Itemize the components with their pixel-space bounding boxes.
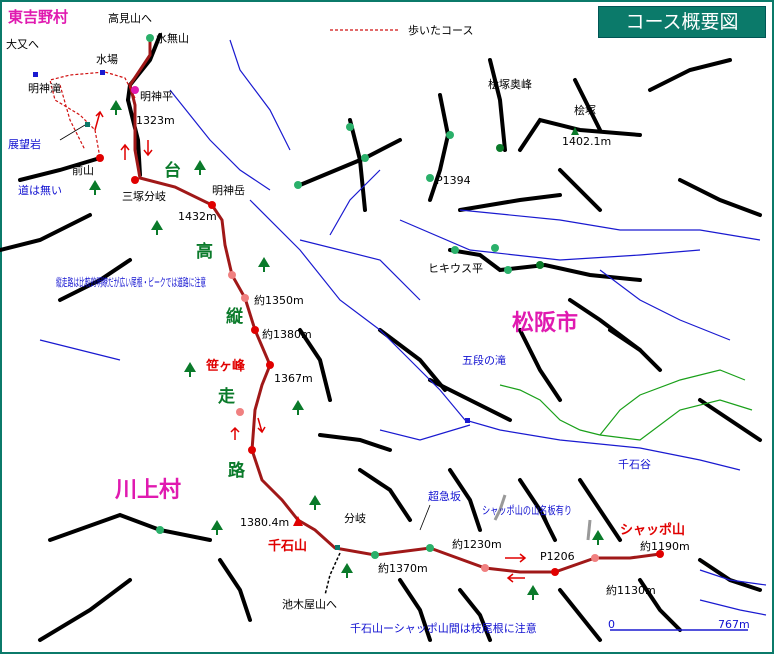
scale-zero: 0 <box>608 618 615 631</box>
label-myojindake: 明神岳 <box>212 183 245 197</box>
label-elev-1190: 約1190m <box>640 539 690 553</box>
ridge-char-0: 台 <box>164 160 181 181</box>
ridge-char-1: 高 <box>196 241 213 262</box>
label-chokyuzaka: 超急坂 <box>428 489 461 503</box>
label-elev-1432: 1432m <box>178 210 217 223</box>
label-elev-1323: 1323m <box>136 114 175 127</box>
walked-course-2 <box>59 84 86 151</box>
label-kuwazuka: 桧塚 <box>574 103 596 117</box>
label-bunki: 分岐 <box>344 512 366 525</box>
label-shappo-sign: シャッポ山の山名板有り <box>482 503 572 517</box>
ridge-char-4: 路 <box>228 460 246 481</box>
tree-icons <box>89 100 604 600</box>
label-elev-1380: 約1380m <box>262 327 312 341</box>
scale-end: 767m <box>718 618 750 631</box>
sign-pointer <box>493 494 507 521</box>
label-elev-1367: 1367m <box>274 372 313 385</box>
label-ohmata: 大又へ <box>6 37 39 51</box>
label-ikenokoya: 池木屋山へ <box>282 598 337 611</box>
label-hikiusu: ヒキウス平 <box>428 262 483 275</box>
label-p1206: P1206 <box>540 550 575 563</box>
label-elev-1350: 約1350m <box>254 293 304 307</box>
leader-lines <box>59 124 556 541</box>
walked-course <box>49 71 136 159</box>
label-bottom-note: 千石山ーシャッポ山間は枝尾根に注意 <box>350 621 537 635</box>
ridge-lines <box>0 33 762 642</box>
label-godan-taki: 五段の滝 <box>462 353 506 367</box>
main-route <box>128 35 661 574</box>
label-sasagamine: 笹ヶ峰 <box>206 358 246 374</box>
label-michi-nashi: 道は無い <box>18 183 62 197</box>
label-kawakami: 川上村 <box>114 478 181 503</box>
label-east-yoshino: 東吉野村 <box>8 8 68 26</box>
label-mitsuka: 三塚分岐 <box>122 190 166 203</box>
label-mizunashiyama: 水無山 <box>156 31 189 45</box>
label-elev-1370: 約1370m <box>378 561 428 575</box>
label-myojindaira: 明神平 <box>140 89 173 103</box>
label-p1394: P1394 <box>436 174 471 187</box>
label-note-ridge: 縦走路は比較的明瞭だが広い尾根・ピークでは道路に注意 <box>56 275 206 289</box>
ikenokoya-trail <box>324 552 341 596</box>
label-myojintaki: 明神滝 <box>28 81 61 95</box>
label-elev-1130: 約1130m <box>606 583 656 597</box>
ridge-char-2: 縦 <box>226 306 244 327</box>
label-tenbouiwa: 展望岩 <box>8 137 41 151</box>
label-kuwazuka-okumine: 桧塚奥峰 <box>488 77 532 91</box>
label-takamiyama: 高見山へ <box>108 11 152 25</box>
legend-walked-label: 歩いたコース <box>408 23 473 37</box>
label-shapposan: シャッポ山 <box>620 522 685 538</box>
label-sengokuyama: 千石山 <box>268 538 307 554</box>
green-stream <box>499 369 753 441</box>
sign-pointer-2 <box>586 519 592 541</box>
ridge-char-3: 走 <box>218 386 235 407</box>
title-badge: コース概要図 <box>598 6 766 38</box>
label-matsusaka: 松阪市 <box>512 310 578 336</box>
label-maeyama: 前山 <box>72 163 94 177</box>
route-arrows <box>94 110 527 583</box>
label-elev-1380-4: 1380.4m <box>240 516 289 529</box>
label-sengokudani: 千石谷 <box>618 458 651 471</box>
route-points <box>33 34 664 576</box>
label-elev-1402: 1402.1m <box>562 135 611 148</box>
label-elev-1230: 約1230m <box>452 537 502 551</box>
rivers <box>39 39 767 616</box>
label-mizuba: 水場 <box>96 53 118 66</box>
